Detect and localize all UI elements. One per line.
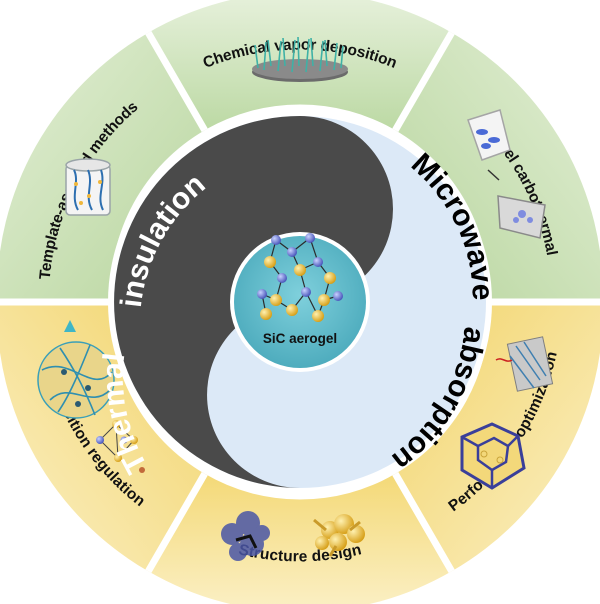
sol-gel-crucible-icon [467,109,546,239]
honeycomb-structure-icon [460,336,554,490]
template-beaker-icon [65,158,111,216]
segment-bottom-bg [148,473,452,604]
porous-aerogel-particles-icon [221,511,365,561]
segment-upper-right-bg [395,32,600,302]
sic-crystal-lattice-icon [257,233,343,322]
center-disc [234,236,366,368]
ring-dividers [0,30,600,574]
cvd-nanowire-forest-icon [252,36,348,82]
fiber-network-and-crystal-icon [37,320,145,473]
center-label: SiC aerogel [263,331,337,346]
